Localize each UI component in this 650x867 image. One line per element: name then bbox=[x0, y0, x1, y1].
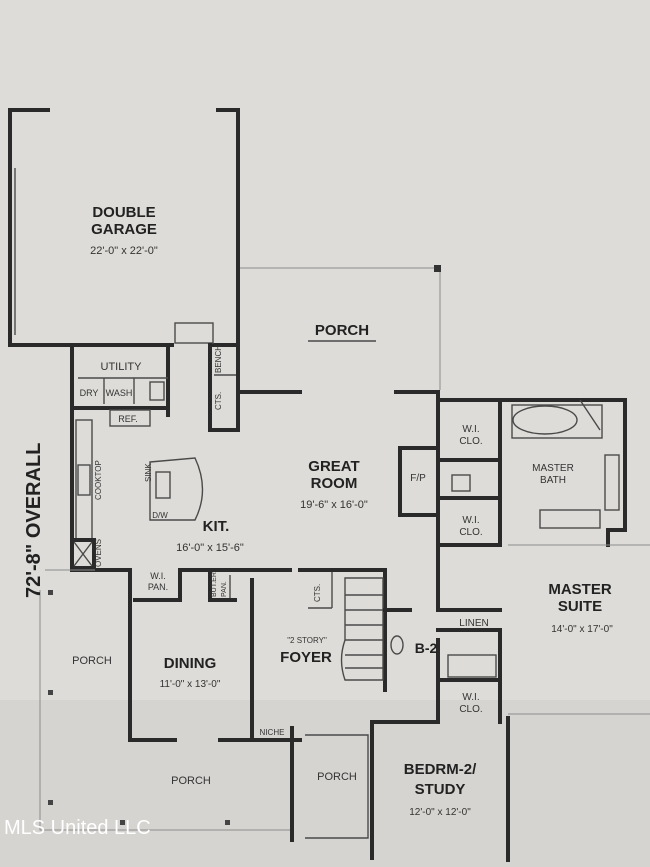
washer-label: WASH bbox=[106, 388, 133, 398]
walkin-closet-b2-label-1: W.I. bbox=[462, 692, 479, 703]
dining-walls bbox=[128, 568, 302, 742]
left-porch-label: PORCH bbox=[72, 655, 112, 667]
great-room-label-1: GREAT bbox=[308, 458, 359, 475]
bath2-walls bbox=[383, 558, 502, 724]
butler-pantry-label-1: BUT.ER bbox=[211, 572, 218, 597]
entry-porch-label: PORCH bbox=[317, 771, 357, 783]
ovens-label: OVENS bbox=[94, 539, 103, 567]
cts-label-1: CTS. bbox=[214, 392, 223, 410]
kitchen-fixtures bbox=[70, 419, 292, 572]
butler-pantry-label-2: PAN. bbox=[221, 581, 228, 597]
bench-label: BENCH bbox=[214, 345, 223, 373]
kitchen-dimension: 16'-0" x 15'-6" bbox=[176, 542, 244, 554]
great-room-dimension: 19'-6" x 16'-0" bbox=[300, 499, 368, 511]
ref-label: REF. bbox=[118, 414, 138, 424]
great-room-walls bbox=[298, 568, 387, 692]
garage-label-1: DOUBLE bbox=[92, 204, 155, 221]
pantry-label-1: W.I. bbox=[150, 571, 166, 581]
foyer-label: FOYER bbox=[280, 649, 332, 666]
master-suite-outline bbox=[508, 528, 650, 547]
dishwasher-label: D/W bbox=[152, 511, 168, 520]
bedroom-label-2: STUDY bbox=[415, 781, 466, 798]
cooktop-label: COOKTOP bbox=[94, 460, 103, 500]
dining-label: DINING bbox=[164, 655, 217, 672]
bath2-label: B-2 bbox=[415, 640, 438, 656]
kitchen-label: KIT. bbox=[203, 518, 230, 535]
master-suite-label-1: MASTER bbox=[548, 581, 612, 598]
bedroom-dimension: 12'-0" x 12'-0" bbox=[409, 807, 471, 818]
walkin-closet-b2-label-2: CLO. bbox=[459, 704, 482, 715]
cts-label-2: CTS. bbox=[313, 584, 322, 602]
paper-shadow bbox=[0, 700, 650, 867]
overall-dimension: 72'-8" OVERALL bbox=[23, 443, 45, 598]
master-bath-label-2: BATH bbox=[540, 475, 566, 486]
master-suite-dimension: 14'-0" x 17'-0" bbox=[551, 624, 613, 635]
two-story-label: "2 STORY" bbox=[287, 636, 327, 645]
watermark: MLS United LLC bbox=[4, 817, 151, 839]
bedroom-walls bbox=[370, 713, 650, 862]
dining-dimension: 11'-0" x 13'-0" bbox=[160, 679, 221, 690]
master-suite-label-2: SUITE bbox=[558, 598, 602, 615]
niche-label: NICHE bbox=[260, 728, 285, 737]
sink-label: SINK bbox=[144, 463, 153, 482]
linen-label: LINEN bbox=[459, 618, 488, 629]
rear-porch-label: PORCH bbox=[315, 322, 369, 339]
walkin-closet-upper-label-1: W.I. bbox=[462, 424, 479, 435]
garage-walls bbox=[8, 108, 240, 347]
master-bath-walls bbox=[398, 390, 627, 562]
pantry-label-2: PAN. bbox=[148, 582, 168, 592]
dryer-label: DRY bbox=[80, 388, 99, 398]
bedroom-label-1: BEDRM-2/ bbox=[404, 761, 477, 778]
fireplace-label: F/P bbox=[410, 473, 426, 484]
walkin-closet-lower-label-2: CLO. bbox=[459, 527, 482, 538]
front-porch-outline bbox=[39, 569, 422, 842]
garage-dimension: 22'-0" x 22'-0" bbox=[90, 245, 158, 257]
great-room-label-2: ROOM bbox=[311, 475, 358, 492]
front-porch-label: PORCH bbox=[171, 775, 211, 787]
walkin-closet-lower-label-1: W.I. bbox=[462, 515, 479, 526]
master-bath-label-1: MASTER bbox=[532, 463, 574, 474]
utility-label: UTILITY bbox=[101, 361, 143, 373]
walkin-closet-upper-label-2: CLO. bbox=[459, 436, 482, 447]
garage-label-2: GARAGE bbox=[91, 221, 157, 238]
